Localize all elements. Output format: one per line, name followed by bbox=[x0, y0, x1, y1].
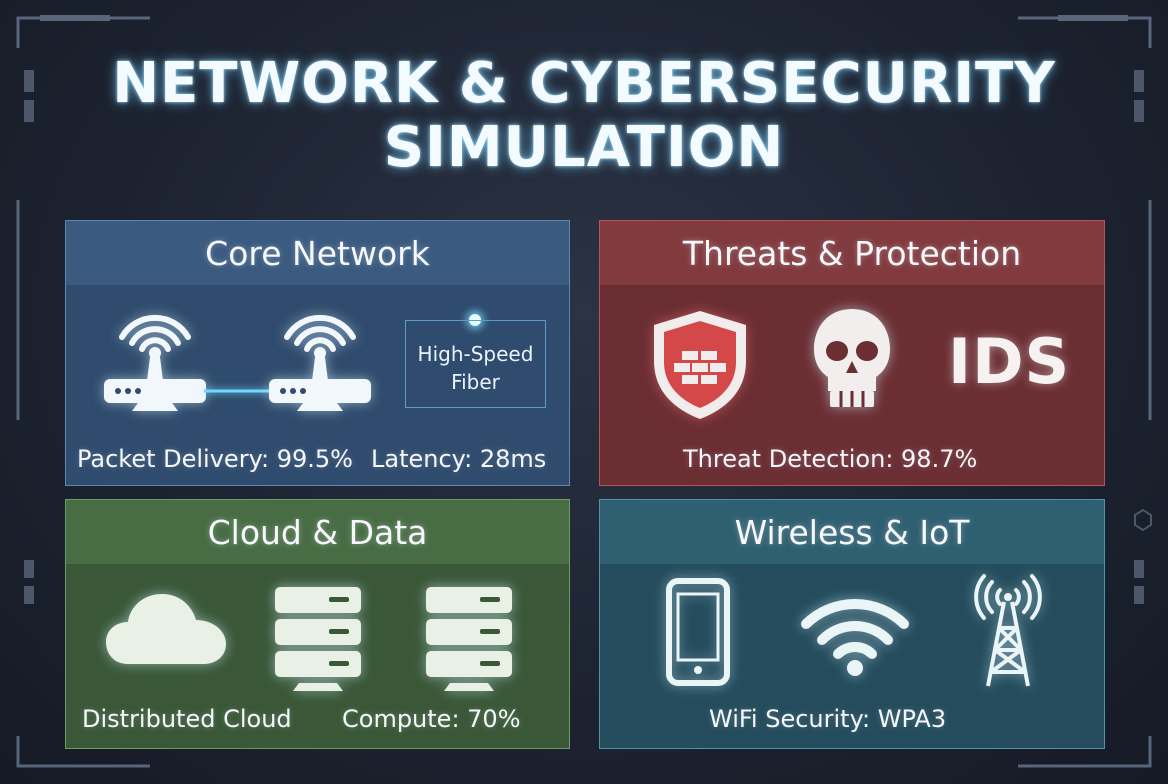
wireless-iot-title: Wireless & IoT bbox=[600, 500, 1104, 564]
fiber-label-line-1: High-Speed bbox=[417, 342, 534, 366]
cloud-data-body: Distributed Cloud Compute: 70% bbox=[66, 564, 569, 748]
cloud-icon bbox=[106, 592, 226, 666]
cloud-data-title: Cloud & Data bbox=[66, 500, 569, 564]
firewall-shield-icon bbox=[648, 307, 752, 423]
wifi-security-stat: WiFi Security: WPA3 bbox=[709, 705, 947, 733]
server-icon bbox=[424, 585, 514, 703]
wireless-iot-body: WiFi Security: WPA3 bbox=[600, 564, 1104, 748]
router-icon bbox=[96, 299, 214, 411]
distributed-cloud-stat: Distributed Cloud bbox=[82, 705, 292, 733]
fiber-label-box: High-Speed Fiber bbox=[405, 320, 546, 408]
skull-icon bbox=[810, 307, 894, 409]
fiber-label-line-2: Fiber bbox=[451, 370, 500, 394]
threat-detection-stat: Threat Detection: 98.7% bbox=[683, 445, 978, 473]
page-title-line-2: SIMULATION bbox=[383, 115, 785, 180]
threats-protection-panel: Threats & Protection I bbox=[599, 220, 1105, 486]
cell-tower-icon bbox=[970, 572, 1046, 690]
page-title-line-1: NETWORK & CYBERSECURITY bbox=[112, 51, 1056, 116]
threats-protection-body: IDS Threat Detection: 98.7% bbox=[600, 285, 1104, 485]
wifi-icon bbox=[800, 592, 910, 678]
latency-stat: Latency: 28ms bbox=[371, 445, 547, 473]
core-network-panel: Core Network bbox=[65, 220, 570, 486]
threats-protection-title: Threats & Protection bbox=[600, 221, 1104, 285]
ids-label: IDS bbox=[948, 325, 1071, 398]
core-network-body: High-Speed Fiber Packet Delivery: 99.5% … bbox=[66, 285, 569, 485]
server-icon bbox=[273, 585, 363, 703]
wireless-iot-panel: Wireless & IoT bbox=[599, 499, 1105, 749]
fiber-link-icon bbox=[204, 388, 270, 394]
packet-delivery-stat: Packet Delivery: 99.5% bbox=[77, 445, 353, 473]
smartphone-icon bbox=[666, 578, 730, 686]
cloud-data-panel: Cloud & Data bbox=[65, 499, 570, 749]
router-icon bbox=[261, 299, 379, 411]
core-network-title: Core Network bbox=[66, 221, 569, 285]
page-title: NETWORK & CYBERSECURITY SIMULATION bbox=[0, 52, 1168, 180]
compute-stat: Compute: 70% bbox=[342, 705, 521, 733]
